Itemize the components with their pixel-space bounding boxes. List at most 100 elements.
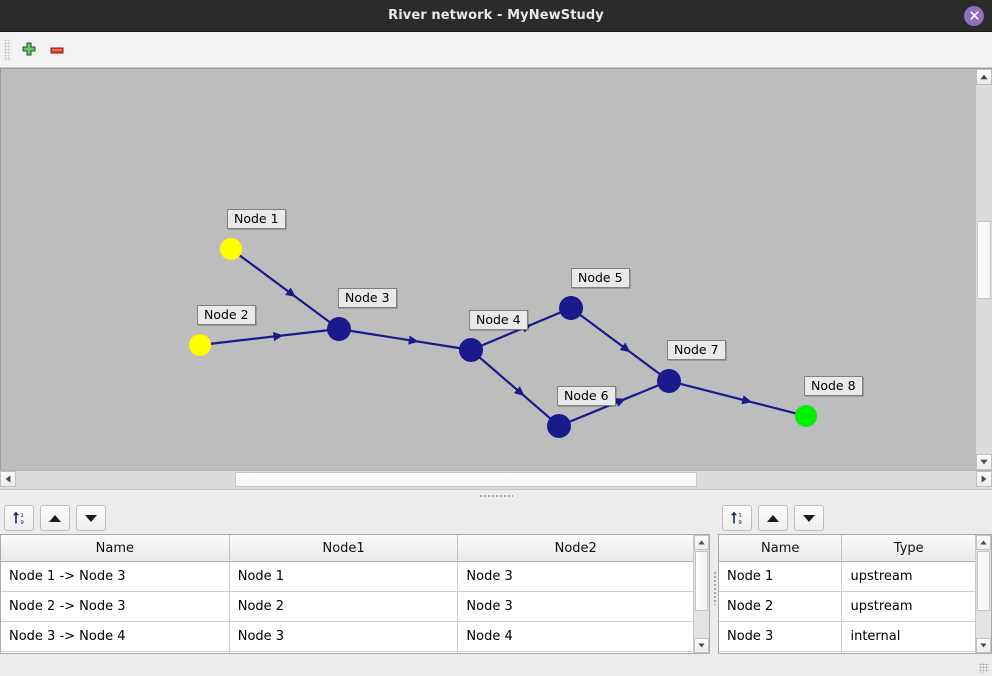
graph-node[interactable] [220,238,242,260]
graph-node-label[interactable]: Node 3 [338,288,397,309]
nodes-table-scrollbar[interactable] [975,535,991,653]
graph-edge[interactable] [238,254,331,324]
table-cell[interactable]: internal [841,621,976,652]
table-cell[interactable]: Node 2 [719,591,843,622]
triangle-down-icon [85,514,97,522]
table-cell[interactable]: Node 2 -> Node 3 [1,591,230,622]
table-cell[interactable]: Node 4 [457,621,694,652]
graph-scroll-up-button[interactable] [976,69,992,85]
table-cell[interactable]: Node 1 -> Node 3 [1,561,230,592]
graph-node[interactable] [547,414,571,438]
svg-text:9: 9 [738,520,742,526]
table-cell[interactable]: Node 4 -> Node 5 [1,651,230,653]
branches-scroll-up-button[interactable] [694,535,709,550]
network-graph-canvas[interactable]: Node 1 Node 2 Node 3 Node 4 Node 5 Node 6 Node… [1,69,976,470]
graph-vscroll-thumb[interactable] [977,221,991,299]
graph-scroll-left-button[interactable] [0,471,16,487]
graph-edge[interactable] [478,356,552,420]
graph-edge-arrow [614,398,626,407]
nodes-scroll-down-button[interactable] [976,638,991,653]
graph-scroll-right-button[interactable] [976,471,992,487]
graph-scroll-down-button[interactable] [976,454,992,470]
table-cell[interactable]: Node 3 [229,621,459,652]
graph-horizontal-scrollbar[interactable] [0,470,992,490]
remove-node-button[interactable] [43,36,71,64]
table-cell[interactable]: upstream [841,561,976,592]
graph-node-label[interactable]: Node 5 [571,268,630,289]
sort-icon: 1 9 [731,511,742,526]
table-cell[interactable]: Node 2 [229,591,459,622]
table-row[interactable]: Node 4internal [719,651,976,653]
graph-node[interactable] [657,369,681,393]
resize-grip[interactable] [979,663,989,673]
graph-node-label[interactable]: Node 1 [227,209,286,230]
graph-node-label[interactable]: Node 2 [197,305,256,326]
nodes-sort-button[interactable]: 1 9 [722,505,752,531]
graph-edge[interactable] [349,329,461,350]
nodes-move-up-button[interactable] [758,505,788,531]
graph-node-label[interactable]: Node 4 [469,310,528,331]
table-cell[interactable]: Node 3 -> Node 4 [1,621,230,652]
close-icon[interactable] [964,5,984,26]
graph-node-label[interactable]: Node 6 [557,386,616,407]
table-cell[interactable]: upstream [841,591,976,622]
table-cell[interactable]: Node 4 [719,651,843,653]
graph-node[interactable] [327,317,351,341]
nodes-move-down-button[interactable] [794,505,824,531]
graph-node-label[interactable]: Node 7 [667,340,726,361]
table-cell[interactable]: Node 1 [229,561,459,592]
table-cell[interactable]: internal [841,651,976,653]
branches-table-scrollbar[interactable] [693,535,709,653]
vertical-splitter[interactable] [710,500,718,676]
branches-status-strip [0,654,710,676]
graph-edge[interactable] [679,382,797,415]
title-bar: River network - MyNewStudy [0,0,992,32]
table-cell[interactable]: Node 5 [457,651,694,653]
horizontal-splitter[interactable] [0,490,992,500]
branches-scroll-down-button[interactable] [694,638,709,653]
graph-node[interactable] [459,338,483,362]
table-cell[interactable]: Node 4 [229,651,459,653]
graph-node[interactable] [189,334,211,356]
table-cell[interactable]: Node 3 [457,561,694,592]
branches-sort-button[interactable]: 1 9 [4,505,34,531]
branches-move-up-button[interactable] [40,505,70,531]
plus-icon [22,42,36,55]
toolbar-grip[interactable] [4,38,11,61]
nodes-status-strip [718,654,992,676]
nodes-scroll-up-button[interactable] [976,535,991,550]
branches-scroll-thumb[interactable] [695,551,708,611]
nodes-scroll-thumb[interactable] [977,551,990,611]
triangle-up-icon [49,514,61,522]
column-header[interactable]: Name [1,535,230,562]
graph-vertical-scrollbar[interactable] [975,69,992,470]
graph-node[interactable] [559,296,583,320]
sort-icon: 1 9 [13,511,24,526]
table-cell[interactable]: Node 3 [719,621,843,652]
column-header[interactable]: Name [719,535,843,562]
graph-edge[interactable] [209,329,329,345]
column-header[interactable]: Type [841,535,976,562]
minus-icon [50,47,64,53]
add-node-button[interactable] [15,36,43,64]
column-header[interactable]: Node2 [457,535,694,562]
graph-node[interactable] [795,405,817,427]
graph-edge[interactable] [579,313,661,376]
table-cell[interactable]: Node 3 [457,591,694,622]
graph-hscroll-thumb[interactable] [235,472,697,487]
branches-move-down-button[interactable] [76,505,106,531]
graph-node-label[interactable]: Node 8 [804,376,863,397]
table-cell[interactable]: Node 1 [719,561,843,592]
column-header[interactable]: Node1 [229,535,459,562]
